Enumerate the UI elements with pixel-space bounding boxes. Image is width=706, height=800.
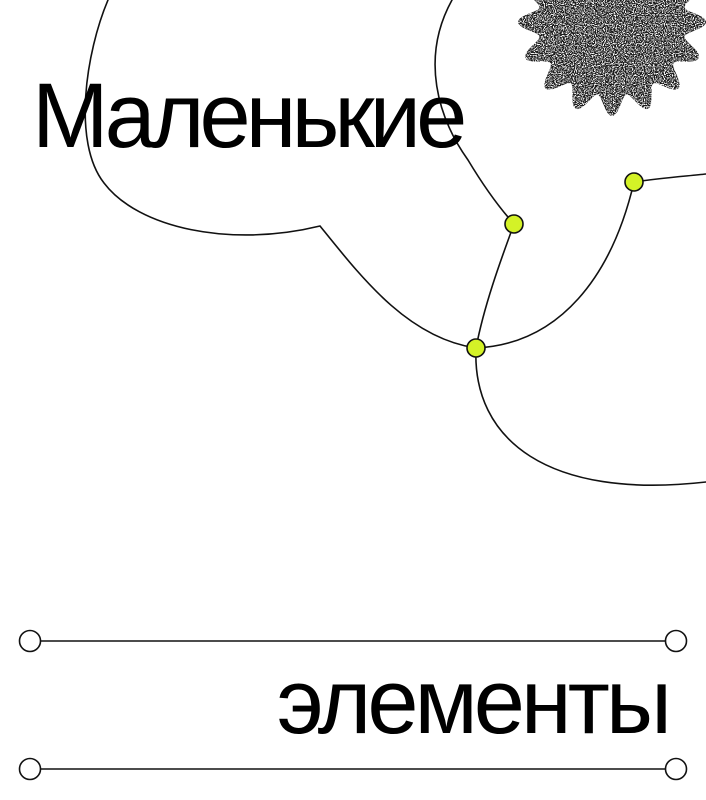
curve-branch-up bbox=[475, 223, 515, 349]
node-icon bbox=[504, 214, 524, 234]
node-icon bbox=[466, 338, 486, 358]
headline-line-2: элементы bbox=[276, 651, 672, 753]
curve-lower-sweep bbox=[475, 347, 706, 486]
rule-endpoint-icon bbox=[664, 629, 688, 653]
curve-top-hook bbox=[434, 0, 515, 225]
rule-endpoint-icon bbox=[664, 757, 688, 781]
headline-line-1: Маленькие bbox=[32, 65, 467, 167]
curve-branch-right bbox=[475, 173, 706, 349]
scalloped-blob-icon bbox=[518, 0, 706, 116]
node-icon bbox=[624, 172, 644, 192]
curve-left-loop bbox=[84, 0, 477, 349]
rule-endpoint-icon bbox=[18, 629, 42, 653]
rule-endpoint-icon bbox=[18, 757, 42, 781]
